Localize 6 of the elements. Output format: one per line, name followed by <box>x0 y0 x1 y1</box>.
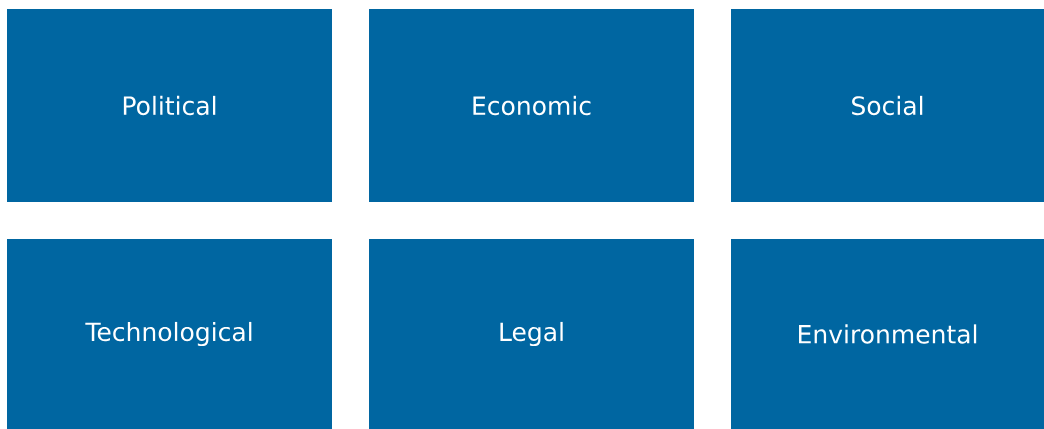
category-box: Environmental <box>731 239 1044 429</box>
category-box: Political <box>7 9 332 202</box>
category-box: Technological <box>7 239 332 429</box>
category-box: Legal <box>369 239 694 429</box>
category-box: Economic <box>369 9 694 202</box>
category-box: Social <box>731 9 1044 202</box>
